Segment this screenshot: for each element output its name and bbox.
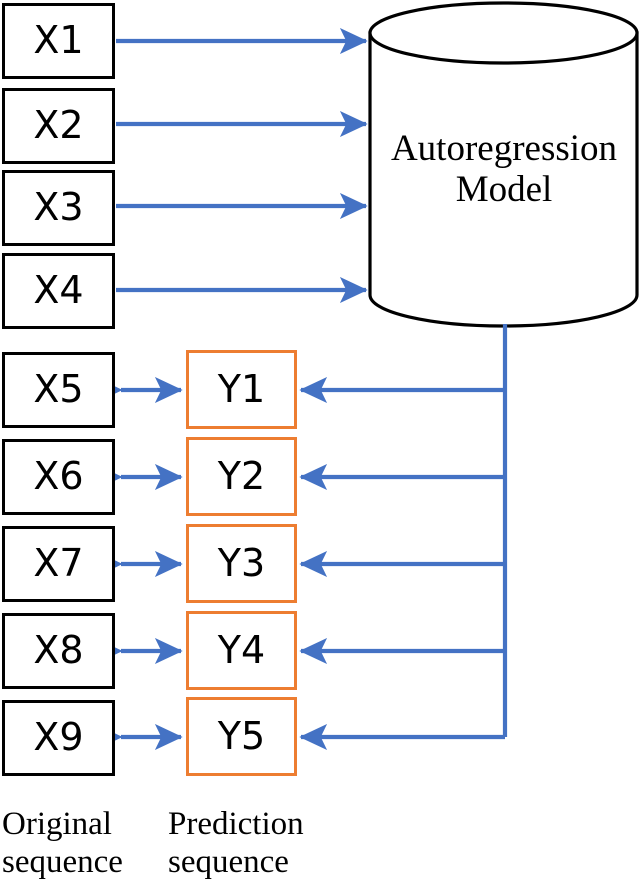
node-y2[interactable]: Y2 xyxy=(186,437,297,516)
node-x7[interactable]: X7 xyxy=(2,526,115,602)
node-y1[interactable]: Y1 xyxy=(186,350,297,429)
node-y5[interactable]: Y5 xyxy=(186,697,297,776)
node-x6-label: X6 xyxy=(33,454,84,498)
model-label-line2: Model xyxy=(455,169,553,211)
node-x5-label: X5 xyxy=(33,367,84,411)
node-y1-label: Y1 xyxy=(217,366,266,411)
node-x4[interactable]: X4 xyxy=(2,253,115,329)
input-to-model-arrows xyxy=(116,27,368,304)
node-x9[interactable]: X9 xyxy=(2,700,115,776)
caption-prediction-sequence: Prediction sequence xyxy=(168,806,304,880)
cylinder-top-ellipse xyxy=(368,1,639,65)
model-label: Autoregression Model xyxy=(372,128,636,211)
node-x1-label: X1 xyxy=(33,18,84,62)
node-x1[interactable]: X1 xyxy=(2,3,115,79)
node-y3-label: Y3 xyxy=(217,540,266,585)
caption-original-sequence: Original sequence xyxy=(2,806,123,880)
node-x7-label: X7 xyxy=(33,541,84,585)
node-x5[interactable]: X5 xyxy=(2,352,115,428)
node-y4[interactable]: Y4 xyxy=(186,611,297,690)
node-x4-label: X4 xyxy=(33,268,84,312)
node-y2-label: Y2 xyxy=(217,453,266,498)
node-x8[interactable]: X8 xyxy=(2,613,115,689)
model-label-line1: Autoregression xyxy=(390,128,618,169)
node-x6[interactable]: X6 xyxy=(2,439,115,515)
autoregression-model-cylinder xyxy=(368,1,639,328)
node-y3[interactable]: Y3 xyxy=(186,524,297,603)
node-x9-label: X9 xyxy=(33,715,84,759)
cylinder-body xyxy=(368,31,639,328)
node-y5-label: Y5 xyxy=(217,713,266,758)
node-x2-label: X2 xyxy=(33,103,84,147)
node-x3[interactable]: X3 xyxy=(2,170,115,246)
node-y4-label: Y4 xyxy=(217,627,266,672)
comparison-double-arrows xyxy=(94,376,183,751)
model-to-prediction-arrows xyxy=(299,376,505,751)
node-x3-label: X3 xyxy=(33,185,84,229)
node-x2[interactable]: X2 xyxy=(2,88,115,164)
node-x8-label: X8 xyxy=(33,628,84,672)
